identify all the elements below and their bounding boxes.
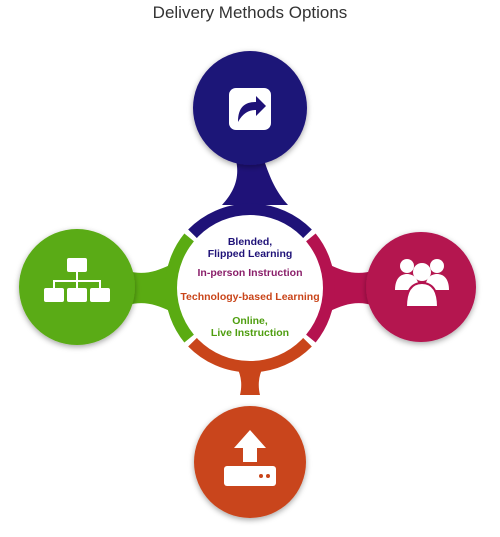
node-right[interactable]: [330, 232, 476, 342]
label-online-line2: Live Instruction: [211, 327, 289, 339]
sitemap-icon: [44, 258, 110, 302]
label-technology: Technology-based Learning: [180, 291, 319, 303]
center-circle: [177, 215, 323, 361]
label-online-line1: Online,: [232, 315, 268, 327]
users-group-icon: [395, 259, 449, 308]
share-arrow-icon: [229, 88, 271, 130]
node-bottom[interactable]: [194, 352, 306, 518]
upload-icon: [224, 430, 276, 486]
node-left[interactable]: [19, 229, 170, 345]
node-top[interactable]: [193, 51, 307, 205]
label-blended-line2: Flipped Learning: [208, 248, 293, 260]
center-ring: [165, 203, 335, 373]
label-in-person: In-person Instruction: [198, 267, 303, 279]
diagram-title: Delivery Methods Options: [152, 3, 348, 22]
label-blended-line1: Blended,: [228, 236, 272, 248]
